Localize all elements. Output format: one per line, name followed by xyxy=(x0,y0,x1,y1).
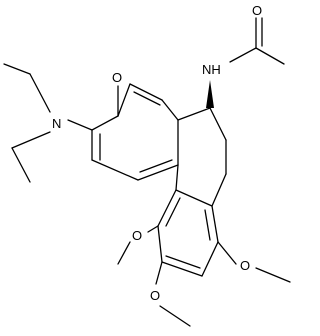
bond-a-ring-6-double xyxy=(165,197,181,227)
bond-ome2-me xyxy=(159,305,191,327)
atom-amide-nh: NH xyxy=(202,62,221,77)
bond-tropolone-5 xyxy=(91,159,139,181)
bond-b-ring-4 xyxy=(211,173,227,207)
bond-ome3-me xyxy=(255,267,291,283)
bond-a-ring-2 xyxy=(211,205,219,243)
bond-amine-ring xyxy=(67,119,93,131)
bond-b-ring-2 xyxy=(209,107,227,141)
bond-a-ring-6 xyxy=(157,189,177,227)
bond-tropolone-1-double xyxy=(133,91,161,106)
bond-a-ring-2-double xyxy=(204,209,211,241)
bond-a-ring-5 xyxy=(157,225,163,263)
bond-wedge-nh xyxy=(206,80,214,108)
bond-tropolone-1 xyxy=(129,83,163,101)
bond-tropolone-8 xyxy=(161,99,179,121)
atom-amine-n: N xyxy=(52,116,61,131)
atom-ome-3: O xyxy=(240,258,250,273)
bond-ome2-o xyxy=(155,261,163,285)
molecule-structure: O NH O N O O O xyxy=(3,3,291,327)
bonds xyxy=(3,17,291,327)
bond-b-ring-1 xyxy=(177,107,211,121)
bond-b-ring-5 xyxy=(175,164,179,191)
atom-ome-1: O xyxy=(132,228,142,243)
bond-ethyl-2b xyxy=(11,147,31,183)
bond-tropolone-6-double xyxy=(139,159,173,173)
bond-a-ring-3 xyxy=(201,241,219,277)
bond-ome1-me xyxy=(117,241,131,265)
atom-labels: O NH O N O O O xyxy=(52,3,262,303)
bond-ethyl-1a xyxy=(29,73,51,113)
bond-ome1-o xyxy=(147,225,159,233)
atom-ketone-o: O xyxy=(112,70,122,85)
atom-ome-2: O xyxy=(150,288,160,303)
bond-a-ring-4 xyxy=(161,261,203,277)
bond-a-ring-1 xyxy=(175,189,213,207)
bond-tropolone-2 xyxy=(117,83,131,117)
bond-ethyl-2a xyxy=(11,131,51,149)
bond-ethyl-1b xyxy=(3,63,31,75)
bond-tropolone-3 xyxy=(91,115,119,131)
bond-acetyl-cn xyxy=(229,47,257,63)
bond-a-ring-4-double xyxy=(165,255,201,269)
bond-tropolone-6 xyxy=(137,164,179,181)
atom-amide-o: O xyxy=(252,3,262,18)
bond-acetyl-methyl xyxy=(255,47,285,65)
bond-ome3-o xyxy=(217,241,237,265)
